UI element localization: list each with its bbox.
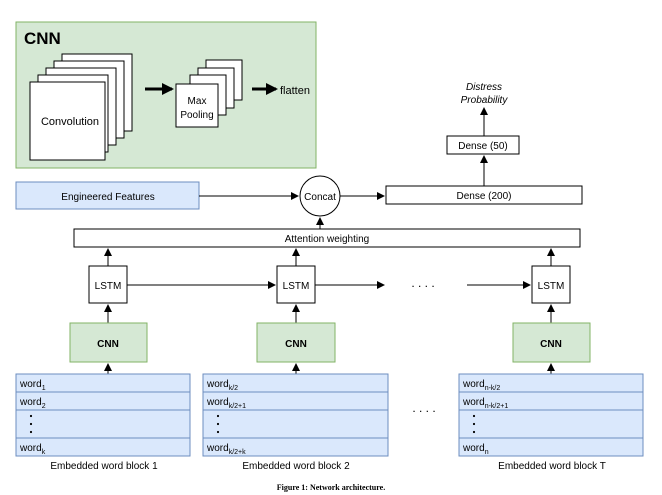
distress-probability-line2: Probability bbox=[461, 95, 509, 106]
column-block-1: LSTM CNN bbox=[69, 248, 148, 374]
word-base: word bbox=[462, 397, 485, 408]
lstm-label-t: LSTM bbox=[538, 281, 565, 292]
word-label: word1 bbox=[19, 379, 46, 392]
engineered-features-box bbox=[15, 181, 200, 210]
blocks-ellipsis: . . . . bbox=[412, 401, 435, 415]
lstm-label-2: LSTM bbox=[283, 281, 310, 292]
word-base: word bbox=[206, 397, 229, 408]
word-subscript: 2 bbox=[42, 403, 46, 410]
engineered-features-label: Engineered Features bbox=[61, 192, 154, 203]
word-label: wordn-k/2+1 bbox=[462, 397, 508, 410]
vertical-ellipsis-dot bbox=[216, 430, 220, 434]
word-row bbox=[458, 437, 644, 457]
flatten-label: flatten bbox=[280, 85, 310, 97]
lstm-ellipsis: . . . . bbox=[411, 276, 434, 290]
dense200-label: Dense (200) bbox=[456, 191, 511, 202]
word-label: word2 bbox=[19, 397, 46, 410]
word-subscript: k/2+1 bbox=[229, 403, 246, 410]
word-label: wordk/2 bbox=[206, 379, 238, 392]
word-subscript: k/2+k bbox=[229, 449, 246, 456]
word-label: wordk/2+1 bbox=[206, 397, 246, 410]
cnn-label-1: CNN bbox=[97, 339, 119, 350]
word-row-ellipsis bbox=[15, 409, 191, 439]
word-base: word bbox=[206, 379, 229, 390]
vertical-ellipsis-dot bbox=[472, 414, 476, 418]
word-base: word bbox=[462, 443, 485, 454]
word-base: word bbox=[19, 443, 42, 454]
max-pooling-label-line1: Max bbox=[188, 96, 207, 107]
cnn-panel-title: CNN bbox=[24, 29, 61, 48]
cnn-label-t: CNN bbox=[540, 339, 562, 350]
cnn-box-t bbox=[512, 322, 591, 363]
convolution-label: Convolution bbox=[41, 116, 99, 128]
vertical-ellipsis-dot bbox=[216, 422, 220, 426]
word-row bbox=[15, 437, 191, 457]
word-subscript: n bbox=[485, 449, 489, 456]
word-row-ellipsis bbox=[458, 409, 644, 439]
word-block-caption: Embedded word block 1 bbox=[50, 461, 158, 472]
vertical-ellipsis-dot bbox=[472, 430, 476, 434]
lstm-box-2 bbox=[276, 265, 316, 304]
concat-label: Concat bbox=[304, 192, 336, 203]
vertical-ellipsis-dot bbox=[29, 422, 33, 426]
vertical-ellipsis-dot bbox=[216, 414, 220, 418]
max-pooling-stack bbox=[175, 59, 243, 128]
word-subscript: k/2 bbox=[229, 385, 238, 392]
attention-weighting-label: Attention weighting bbox=[285, 234, 370, 245]
distress-probability-line1: Distress bbox=[466, 82, 502, 93]
word-base: word bbox=[19, 379, 42, 390]
cnn-box-2 bbox=[256, 322, 336, 363]
lstm-box-t bbox=[531, 265, 571, 304]
max-pooling-label-line2: Pooling bbox=[180, 110, 213, 121]
word-subscript: n-k/2+1 bbox=[485, 403, 509, 410]
column-block-2: LSTM CNN bbox=[256, 248, 336, 374]
word-base: word bbox=[206, 443, 229, 454]
word-row-ellipsis bbox=[202, 409, 389, 439]
vertical-ellipsis-dot bbox=[472, 422, 476, 426]
word-label: wordk bbox=[19, 443, 46, 456]
word-block-caption: Embedded word block T bbox=[498, 461, 606, 472]
convolution-stack bbox=[29, 53, 133, 161]
vertical-ellipsis-dot bbox=[29, 430, 33, 434]
word-row bbox=[202, 437, 389, 457]
word-subscript: 1 bbox=[42, 385, 46, 392]
word-base: word bbox=[462, 379, 485, 390]
cnn-box-1 bbox=[69, 322, 148, 363]
word-block-caption: Embedded word block 2 bbox=[242, 461, 350, 472]
lstm-label-1: LSTM bbox=[95, 281, 122, 292]
word-subscript: n-k/2 bbox=[485, 385, 501, 392]
column-block-t: LSTM CNN bbox=[512, 248, 591, 374]
cnn-panel: CNN Convolution Max Pooling flatten bbox=[15, 21, 317, 169]
dense200-box bbox=[385, 185, 583, 205]
attention-weighting-box bbox=[73, 228, 581, 248]
cnn-label-2: CNN bbox=[285, 339, 307, 350]
dense50-label: Dense (50) bbox=[458, 141, 507, 152]
word-subscript: k bbox=[42, 449, 46, 456]
word-label: wordn-k/2 bbox=[462, 379, 500, 392]
vertical-ellipsis-dot bbox=[29, 414, 33, 418]
word-label: wordn bbox=[462, 443, 489, 456]
figure-caption: Figure 1: Network architecture. bbox=[277, 483, 385, 492]
dense50-box bbox=[446, 135, 520, 155]
word-label: wordk/2+k bbox=[206, 443, 246, 456]
word-base: word bbox=[19, 397, 42, 408]
